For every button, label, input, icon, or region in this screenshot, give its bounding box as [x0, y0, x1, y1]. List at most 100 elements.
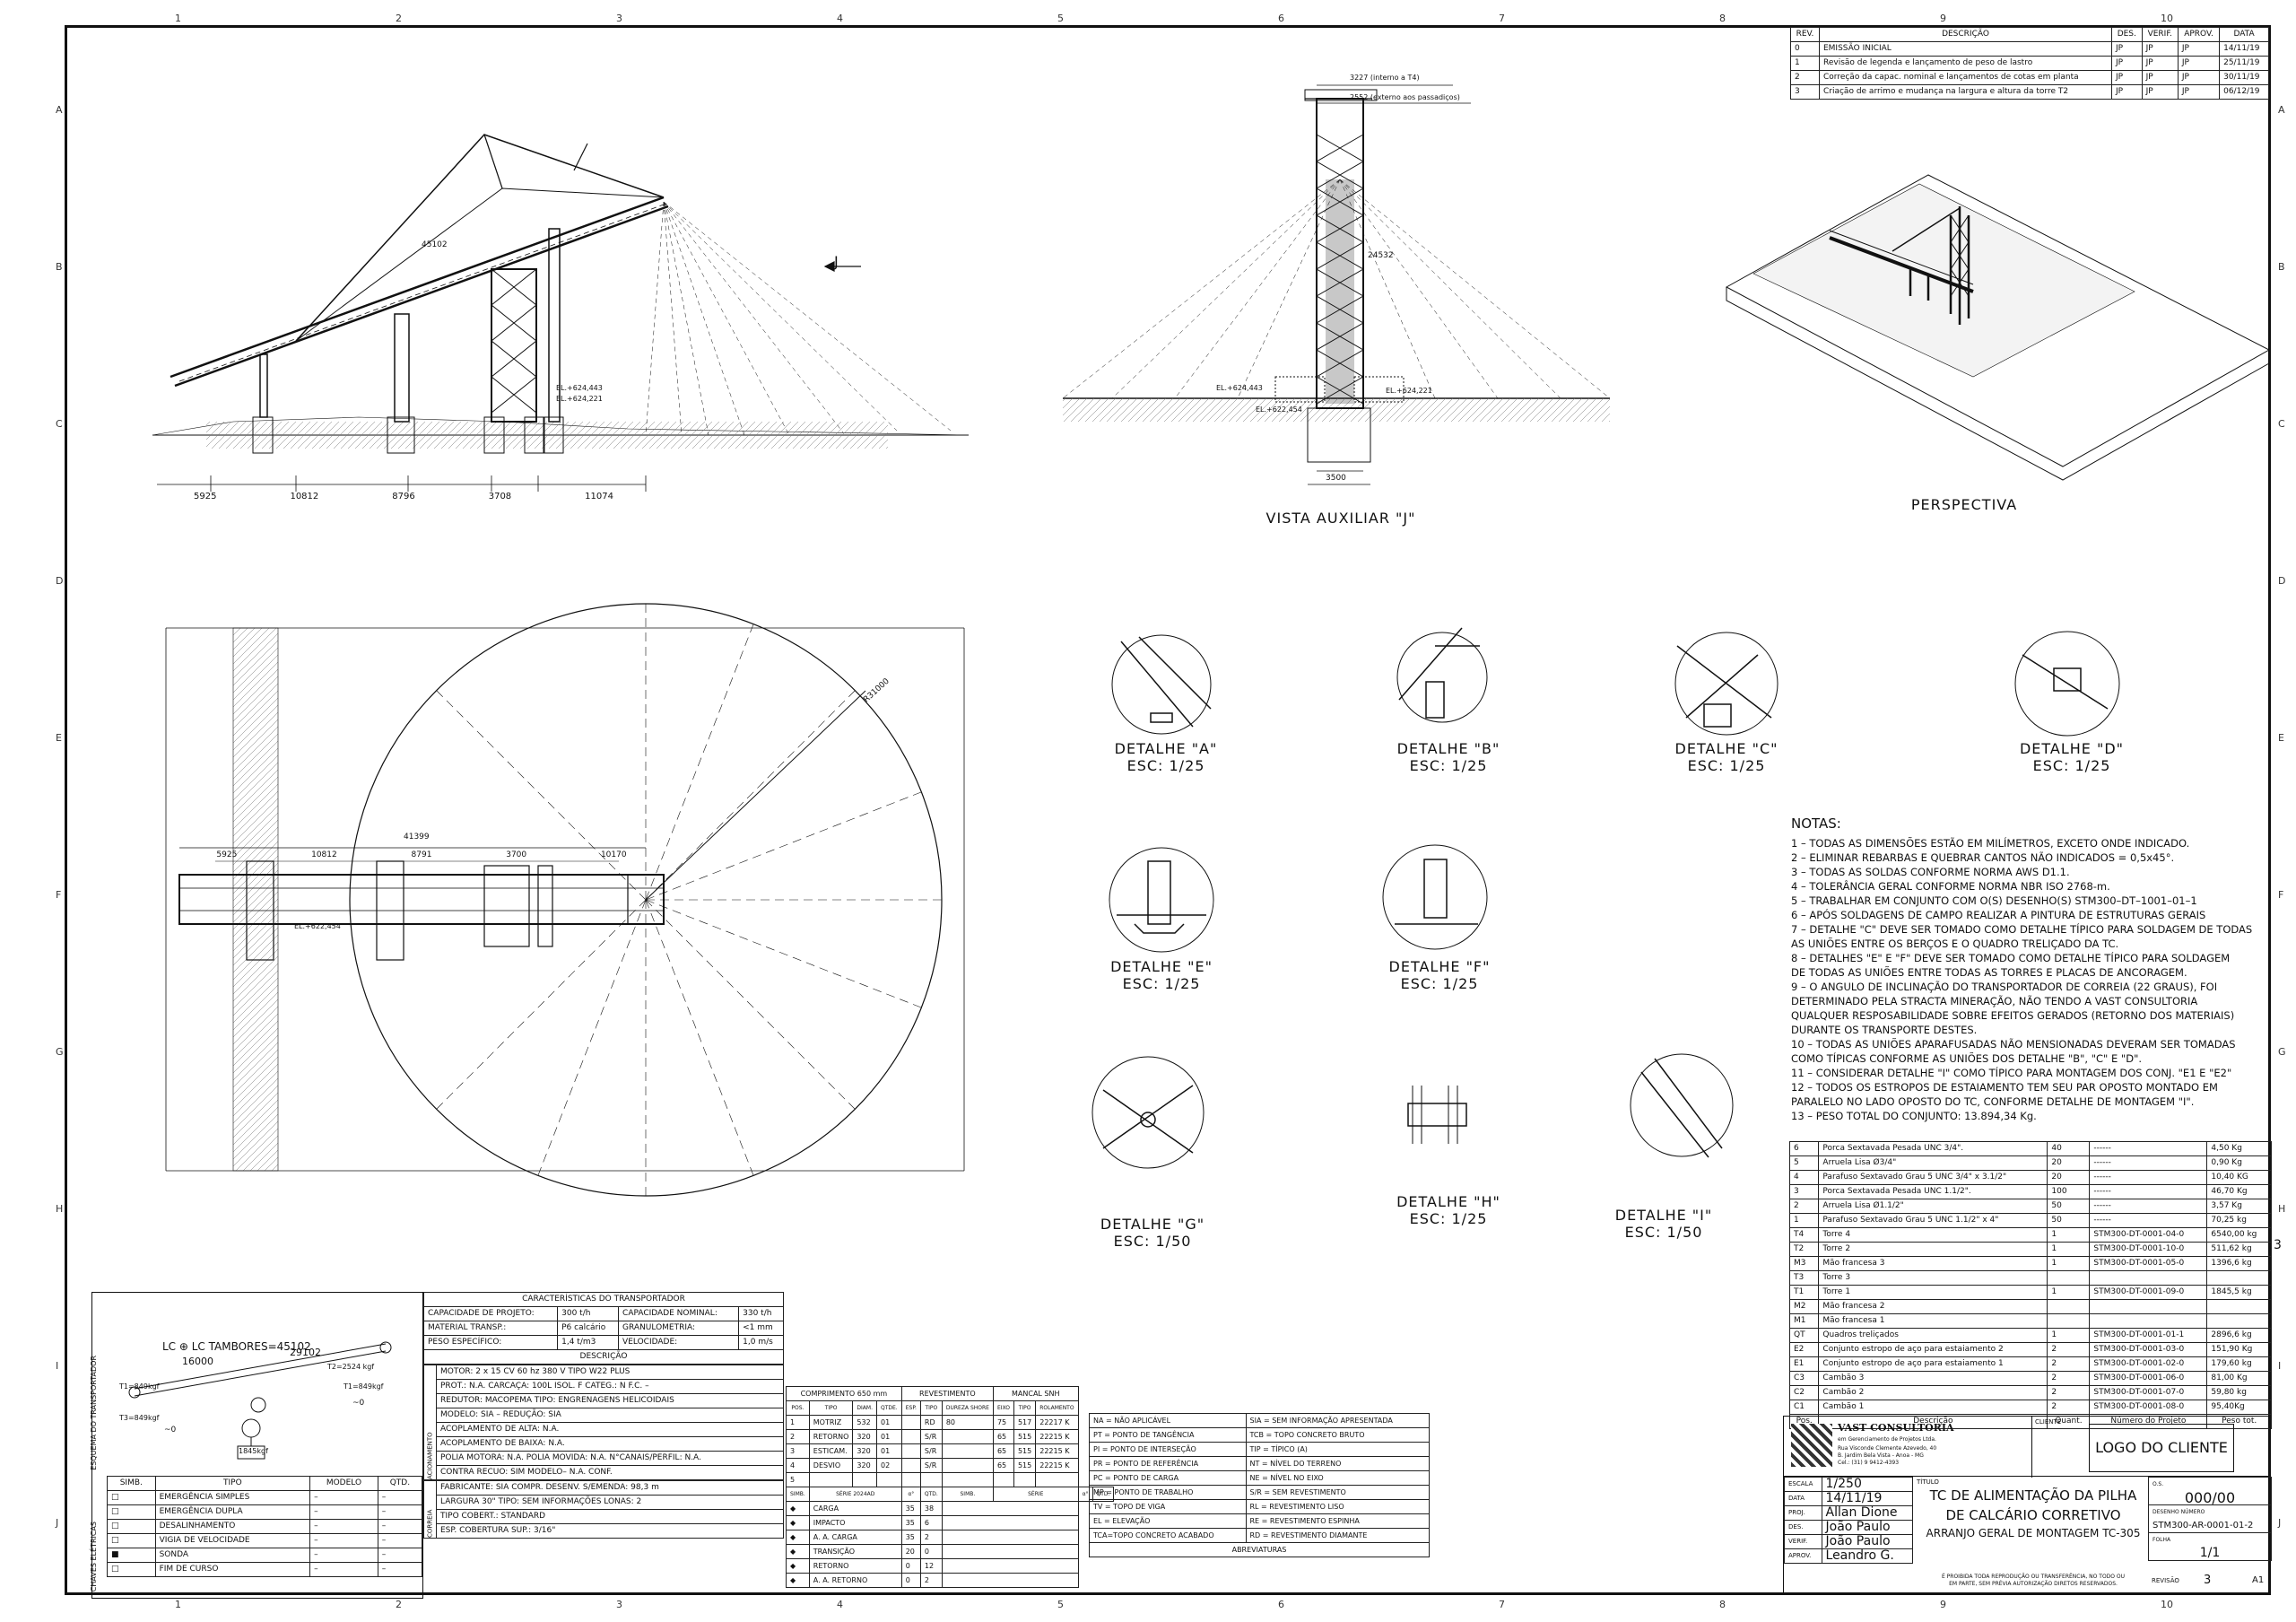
table-cell	[900, 1443, 921, 1459]
switch-header: TIPO	[154, 1476, 311, 1491]
detail-scale: ESC: 1/50	[1624, 1224, 1703, 1241]
table-cell: TCB = TOPO CONCRETO BRUTO	[1245, 1427, 1430, 1443]
description-title: DESCRIÇÃO	[423, 1349, 784, 1365]
elevation-overall-dim: 45102	[422, 240, 448, 249]
idler-angle: 35	[900, 1515, 921, 1530]
detail-scale: ESC: 1/25	[1400, 975, 1479, 992]
plan-elevation: EL.+622,454	[294, 922, 341, 930]
idler-header: SIMB.	[786, 1487, 810, 1502]
drawing-id-table: O.S. 000/00 DESENHO NÚMERO STM300-AR-000…	[2148, 1477, 2272, 1561]
drive-line: REDUTOR: MACOPEMA TIPO: ENGRENAGENS HELI…	[436, 1393, 784, 1408]
table-cell: CAPACIDADE NOMINAL:	[618, 1306, 740, 1321]
zone-column-marker: 8	[1719, 1599, 1726, 1610]
schema-t1: T1=849kgf	[119, 1382, 160, 1391]
table-cell: 40	[2047, 1141, 2091, 1156]
detail-title: DETALHE "C"	[1674, 740, 1779, 757]
idler-type: TRANSIÇÃO	[808, 1544, 902, 1559]
table-cell	[900, 1472, 921, 1487]
note-item: 3 – TODAS AS SOLDAS CONFORME NORMA AWS D…	[1791, 866, 2070, 878]
bom-header: Descrição	[1818, 1414, 2048, 1429]
idler-type: A. A. CARGA	[808, 1530, 902, 1545]
idler-symbol: ◆	[786, 1515, 810, 1530]
zone-column-marker: 10	[2161, 1599, 2173, 1610]
table-cell: Conjunto estropo de aço para estaiamento…	[1818, 1342, 2048, 1357]
table-cell: NT = NÍVEL DO TERRENO	[1245, 1456, 1430, 1471]
table-cell: PI = PONTO DE INTERSEÇÃO	[1089, 1442, 1247, 1457]
table-cell: 06/12/19	[2219, 84, 2269, 100]
table-cell: 1	[2047, 1227, 2091, 1243]
pulley-row: 5	[786, 1472, 1114, 1487]
table-cell: –	[309, 1533, 378, 1548]
detail-caption: DETALHE "F"ESC: 1/25	[1363, 958, 1516, 992]
table-cell: STM300-DT-0001-06-0	[2089, 1371, 2208, 1386]
company-sub1: em Gerenciamento de Projetos Ltda.	[1838, 1436, 1936, 1443]
conveyor-schema	[128, 1341, 392, 1460]
company-sub2: Rua Visconde Clemente Azevedo, 40	[1838, 1445, 1937, 1452]
idler-empty	[941, 1515, 1079, 1530]
note-item: 10 – TODAS AS UNIÕES APARAFUSADAS NÃO ME…	[1791, 1038, 2236, 1051]
table-cell: STM300-DT-0001-05-0	[2089, 1256, 2208, 1271]
note-item: DURANTE OS TRANSPORTE DESTES.	[1791, 1024, 1978, 1036]
pulley-group-header: MANCAL SNH	[992, 1386, 1079, 1401]
table-cell: P6 calcário	[557, 1321, 620, 1336]
table-cell: 515	[1013, 1458, 1037, 1473]
drive-row: POLIA MOTORA: N.A. POLIA MOVIDA: N.A. N°…	[424, 1451, 784, 1466]
table-cell: TIP = TÍPICO (A)	[1245, 1442, 1430, 1457]
schema-lc: LC ⊕ LC TAMBORES=45102	[162, 1340, 311, 1353]
table-cell: RD = REVESTIMENTO DIAMANTE	[1245, 1528, 1430, 1543]
table-cell: Torre 3	[1818, 1270, 2048, 1286]
table-cell: □	[107, 1504, 156, 1520]
note-item: 1 – TODAS AS DIMENSÕES ESTÃO EM MILÍMETR…	[1791, 837, 2190, 850]
table-cell: 1	[2047, 1242, 2091, 1257]
detail-scale: ESC: 1/50	[1113, 1233, 1192, 1250]
dimension-label: 3700	[506, 850, 527, 859]
drive-row: ACOPLAMENTO DE BAIXA: N.A.	[424, 1436, 784, 1452]
zone-row-marker: G	[56, 1045, 64, 1058]
table-cell: 1	[2047, 1285, 2091, 1300]
table-cell: S/R	[919, 1458, 943, 1473]
table-cell: 0,90 Kg	[2206, 1155, 2272, 1171]
table-cell: 2	[786, 1429, 810, 1444]
drive-row: PROT.: N.A. CARCAÇA: 100L ISOL. F CATEG.…	[424, 1379, 784, 1394]
table-cell: 70,25 kg	[2206, 1213, 2272, 1228]
table-cell: PESO ESPECÍFICO:	[422, 1335, 559, 1350]
characteristics-block: CARACTERÍSTICAS DO TRANSPORTADOR CAPACID…	[422, 1292, 784, 1599]
table-cell	[852, 1472, 877, 1487]
zone-column-marker: 5	[1057, 13, 1064, 24]
note-item: QUALQUER RESPOSABILIDADE SOBRE EFEITOS G…	[1791, 1009, 2235, 1022]
table-cell: Porca Sextavada Pesada UNC 3/4".	[1818, 1141, 2048, 1156]
table-cell: 02	[876, 1458, 902, 1473]
table-cell: EMERGÊNCIA DUPLA	[154, 1504, 311, 1520]
switch-row: □FIM DE CURSO––	[107, 1562, 423, 1577]
zone-row-marker: C	[2278, 417, 2285, 430]
drive-line: MOTOR: 2 x 15 CV 60 hz 380 V TIPO W22 PL…	[436, 1365, 784, 1380]
idler-angle: 0	[900, 1558, 921, 1574]
drive-line: ACOPLAMENTO DE ALTA: N.A.	[436, 1422, 784, 1437]
detail-title: DETALHE "G"	[1100, 1216, 1205, 1233]
table-cell: RE = REVESTIMENTO ESPINHA	[1245, 1513, 1430, 1529]
sheet-format: A1	[2252, 1575, 2265, 1585]
table-cell: 320	[852, 1429, 877, 1444]
schema-weight: 1845kgf	[239, 1447, 268, 1455]
note-item: 4 – TOLERÂNCIA GERAL CONFORME NORMA NBR …	[1791, 880, 2110, 893]
table-cell	[900, 1458, 921, 1473]
table-cell: 22215 K	[1035, 1443, 1079, 1459]
table-cell: ------	[2089, 1213, 2208, 1228]
zone-row-marker: G	[2278, 1045, 2286, 1058]
characteristics-table: CARACTERÍSTICAS DO TRANSPORTADOR CAPACID…	[422, 1292, 784, 1365]
zone-row-marker: B	[56, 260, 63, 273]
table-cell: M2	[1788, 1299, 1820, 1314]
detail-caption: DETALHE "E"ESC: 1/25	[1085, 958, 1238, 992]
table-cell: –	[377, 1504, 423, 1520]
